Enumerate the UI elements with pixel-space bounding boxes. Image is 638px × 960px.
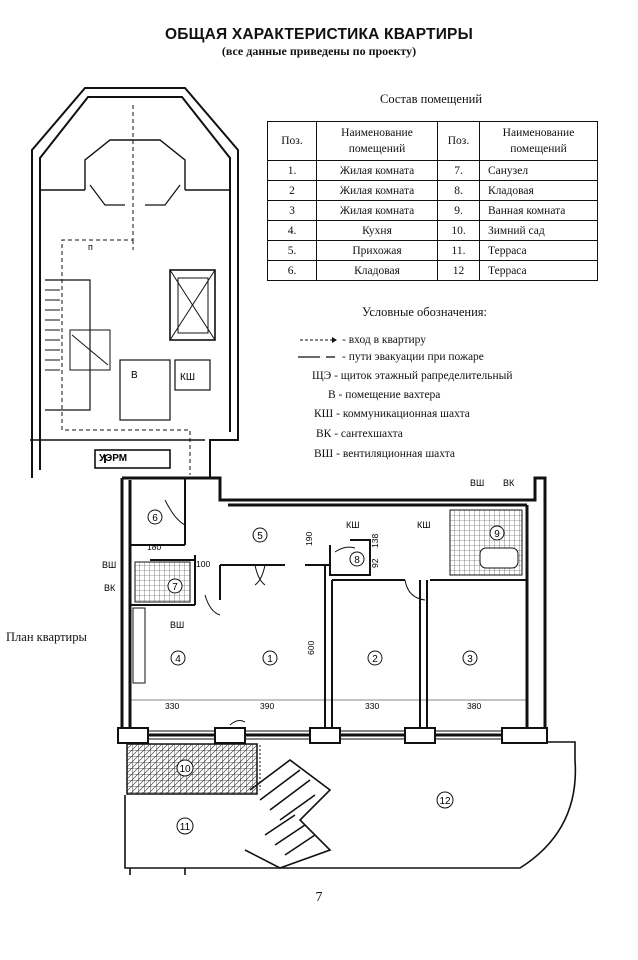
dim-380: 380 <box>467 701 481 711</box>
dim-100: 100 <box>196 559 210 569</box>
vsh-label-kitchen: ВШ <box>170 620 184 630</box>
doors <box>164 499 426 726</box>
table-header-row: Поз. Наименование помещений Поз. Наимено… <box>267 121 598 161</box>
legend-text: - вентиляционная шахта <box>336 448 456 460</box>
rooms-table: Поз. Наименование помещений Поз. Наимено… <box>267 121 598 281</box>
dim-190: 190 <box>304 532 314 546</box>
col-name-header: Наименование помещений <box>316 121 438 161</box>
table-row: 3 Жилая комната 9. Ванная комната <box>267 200 598 221</box>
vsh-label-bath: ВШ <box>470 478 484 488</box>
legend-item-evacuation: - пути эвакуации при пожаре <box>342 351 484 363</box>
cell-name: Жилая комната <box>316 200 438 221</box>
room-marker-11: 11 <box>180 822 191 833</box>
page-subtitle: (все данные приведены по проекту) <box>221 44 417 58</box>
evacuation-route <box>61 105 191 475</box>
room-marker-8: 8 <box>354 555 360 566</box>
dimensions: 180 100 190 138 92 600 330 390 330 380 <box>147 532 481 711</box>
vk-label-bath: ВК <box>503 478 515 488</box>
rooms-heading: Состав помещений <box>380 92 483 106</box>
room-marker-6: 6 <box>152 513 158 524</box>
dim-330a: 330 <box>165 701 179 711</box>
room-marker-5: 5 <box>257 531 263 542</box>
entrance-arrow-symbol <box>300 337 337 343</box>
room-marker-4: 4 <box>175 654 181 665</box>
dim-330b: 330 <box>365 701 379 711</box>
legend-text: - коммуникационная шахта <box>336 408 470 420</box>
terrace-outline <box>124 741 577 875</box>
dim-180: 180 <box>147 542 161 552</box>
table-row: 6. Кладовая 12 Терраса <box>267 260 598 281</box>
cell-pos: 6. <box>267 260 317 281</box>
table-row: 4. Кухня 10. Зимний сад <box>267 220 598 241</box>
interior-walls <box>130 478 527 735</box>
cell-name: Прихожая <box>316 240 438 261</box>
cell-name: Ванная комната <box>479 200 598 221</box>
cell-name: Жилая комната <box>316 180 438 201</box>
dim-600: 600 <box>306 641 316 655</box>
room-marker-10: 10 <box>179 764 191 775</box>
windows <box>148 730 502 740</box>
guard-room-label: В <box>131 370 138 381</box>
ksh-label-1: КШ <box>346 520 360 530</box>
dim-138: 138 <box>370 534 380 548</box>
plan-label: План квартиры <box>6 630 87 644</box>
room-marker-7: 7 <box>172 582 178 593</box>
apartment-walls <box>120 476 547 740</box>
legend-heading: Условные обозначения: <box>362 305 488 319</box>
legend-symbol: В <box>328 389 336 401</box>
table-row: 2 Жилая комната 8. Кладовая <box>267 180 598 201</box>
ksh-label-2: КШ <box>417 520 431 530</box>
legend-item-panel: ЩЭ - щиток этажный рапределительный <box>312 370 513 382</box>
room-markers: 6 5 7 8 9 4 1 2 3 10 11 12 <box>147 509 505 835</box>
room-marker-2: 2 <box>372 654 378 665</box>
legend-item-vent-shaft: ВШ - вентиляционная шахта <box>314 448 455 460</box>
cell-name: Зимний сад <box>479 220 598 241</box>
bathtub <box>479 547 519 569</box>
vsh-label-wc: ВШ <box>102 560 116 570</box>
wc-tiles <box>134 561 191 603</box>
vk-label-wc: ВК <box>104 583 116 593</box>
legend-item-entrance: - вход в квартиру <box>342 334 426 346</box>
floor-plan: п УЭРМ В КШ <box>30 87 577 875</box>
legend-symbols <box>298 337 337 358</box>
page-title: ОБЩАЯ ХАРАКТЕРИСТИКА КВАРТИРЫ <box>165 26 473 43</box>
table-row: 1. Жилая комната 7. Санузел <box>267 160 598 181</box>
kitchen-counter <box>132 607 146 684</box>
table-row: 5. Прихожая 11. Терраса <box>267 240 598 261</box>
legend-text: - сантехшахта <box>334 428 403 440</box>
legend-symbol: ВШ <box>314 448 334 460</box>
col-pos2-header: Поз. <box>437 121 480 161</box>
ksh-label-core: КШ <box>180 372 195 383</box>
legend-item-plumbing-shaft: ВК - сантехшахта <box>316 428 403 440</box>
room-marker-1: 1 <box>267 654 273 665</box>
legend-symbol: ВК <box>316 428 332 440</box>
legend-symbol: КШ <box>314 408 334 420</box>
dim-92: 92 <box>370 558 380 568</box>
legend-text: - помещение вахтера <box>338 389 441 401</box>
cell-name: Терраса <box>479 260 598 281</box>
uerm-label: УЭРМ <box>99 453 127 464</box>
cell-name: Кладовая <box>316 260 438 281</box>
columns <box>117 727 548 744</box>
col-name2-header: Наименование помещений <box>479 121 598 161</box>
evacuation-mark: п <box>88 242 93 252</box>
room-marker-3: 3 <box>467 654 473 665</box>
room-marker-9: 9 <box>494 529 500 540</box>
cell-name: Терраса <box>479 240 598 261</box>
legend-symbol: ЩЭ <box>312 370 332 382</box>
room-marker-12: 12 <box>439 796 451 807</box>
page-number: 7 <box>315 890 323 905</box>
stair-core <box>30 87 239 478</box>
legend-text: - щиток этажный рапределительный <box>334 370 513 382</box>
dim-390: 390 <box>260 701 274 711</box>
legend-item-guard: В - помещение вахтера <box>328 389 440 401</box>
legend-item-comm-shaft: КШ - коммуникационная шахта <box>314 408 470 420</box>
